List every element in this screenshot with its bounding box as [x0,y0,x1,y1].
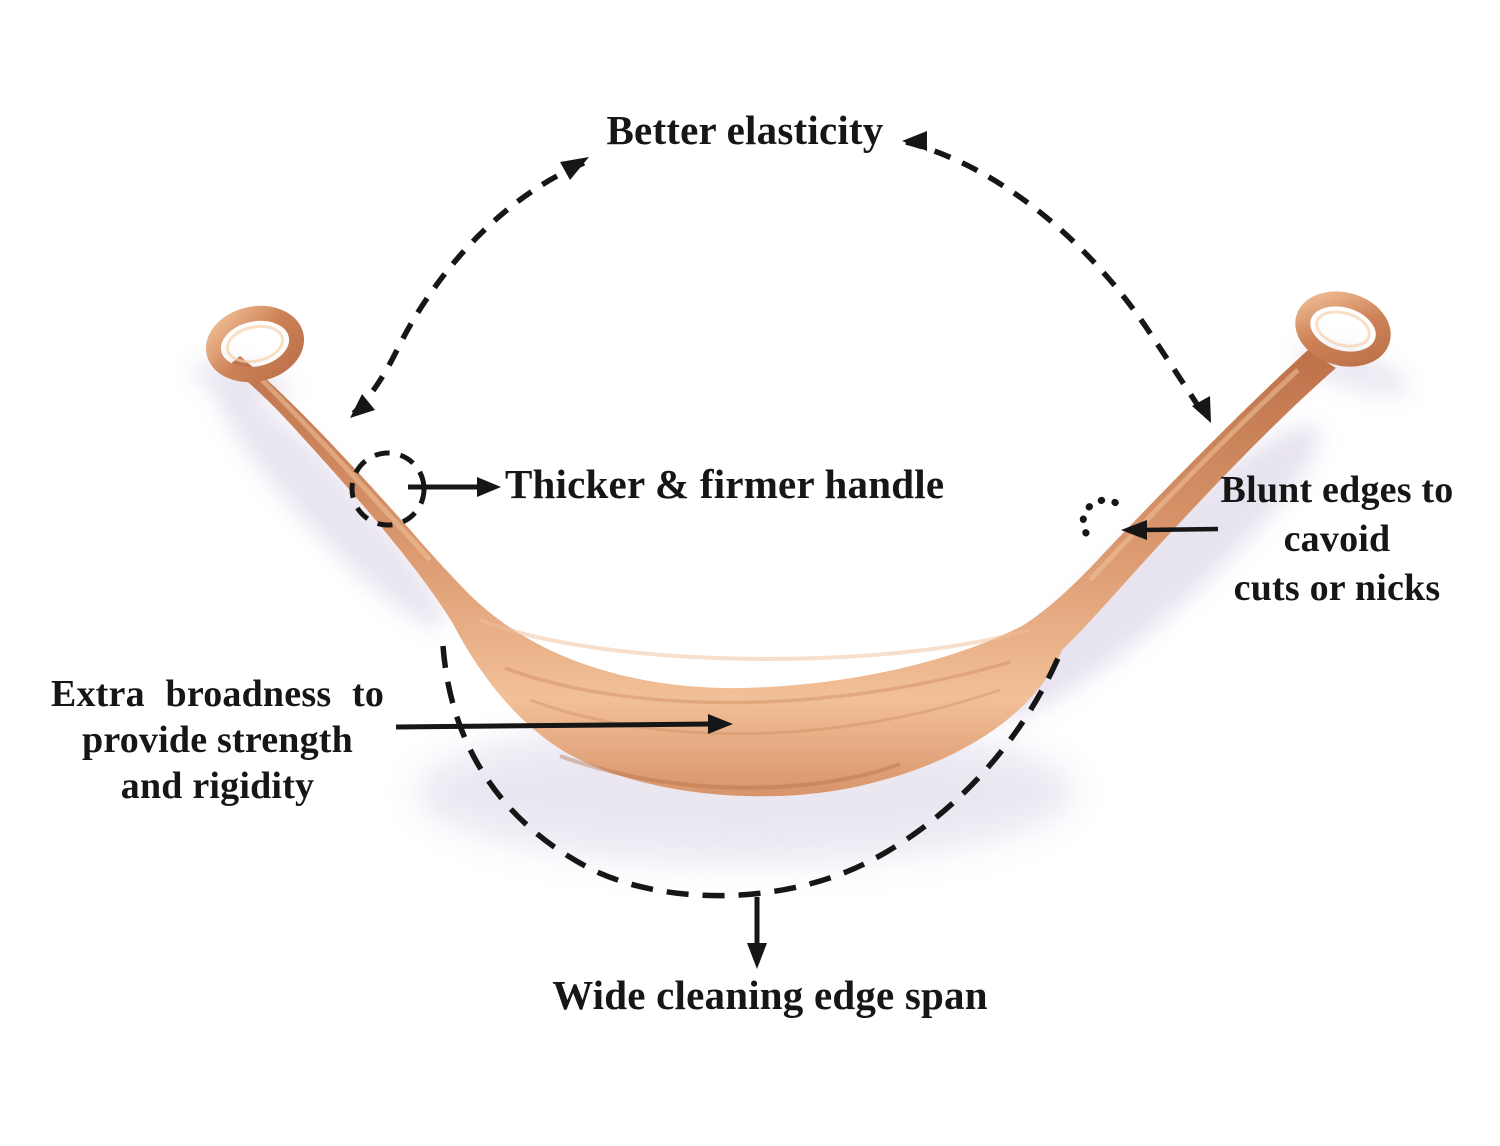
blunt-edges-line-1: Blunt edges to [1220,469,1454,511]
right-handle-highlight [1088,368,1300,582]
elasticity-left-top-arrowhead-icon [560,157,589,180]
blunt-edges-line-3: cuts or nicks [1233,567,1441,609]
left-handle-highlight [260,378,432,562]
left-handle-shadow [215,382,445,628]
elasticity-dashed-curve-left [351,160,586,417]
blade-highlight-streak [479,618,1031,661]
arrowheads [350,131,1211,969]
blunt-edges-dotted-circle [1079,496,1126,537]
left-handle-loop [205,305,305,383]
extra-broadness-arrow-line [395,721,712,730]
extra-broadness-arrowhead-icon [708,714,733,734]
wide-span-arrowhead-icon [747,943,767,969]
blade-texture-streak [529,688,1001,736]
better-elasticity-label: Better elasticity [606,107,884,153]
annotation-lines [349,139,1219,946]
right-handle-shadow [995,425,1321,719]
blade-texture-streak [504,660,1011,705]
extra-broadness-line-2: provide strength [82,719,353,761]
extra-broadness-line-1: Extra broadness to [50,673,385,715]
blunt-edges-arrow-line [1143,526,1219,533]
elasticity-right-bottom-arrowhead-icon [1192,396,1211,423]
extra-broadness-line-3: and rigidity [120,765,315,807]
cleaning-span-dashed-arc [440,645,1065,899]
scraper-body [228,350,1336,797]
extra-broadness-label: Extra broadness to provide strength and … [10,671,425,809]
blunt-edges-label: Blunt edges to cavoid cuts or nicks [1166,466,1500,613]
blade-bottom-rim [559,754,901,790]
elasticity-left-bottom-arrowhead-icon [350,394,375,418]
wide-cleaning-span-label: Wide cleaning edge span [552,972,988,1018]
left-loop-highlight [225,324,285,364]
blunt-edges-line-2: cavoid [1283,518,1391,560]
thicker-handle-arrowhead-icon [477,477,501,497]
elasticity-right-top-arrowhead-icon [902,131,927,151]
elasticity-dashed-curve-right [905,139,1209,420]
right-handle-loop [1295,291,1391,367]
tongue-cleaner [205,291,1391,797]
blunt-edges-arrowhead-icon [1121,520,1147,540]
right-loop-highlight [1315,310,1371,348]
thicker-handle-label: Thicker & firmer handle [505,461,945,507]
